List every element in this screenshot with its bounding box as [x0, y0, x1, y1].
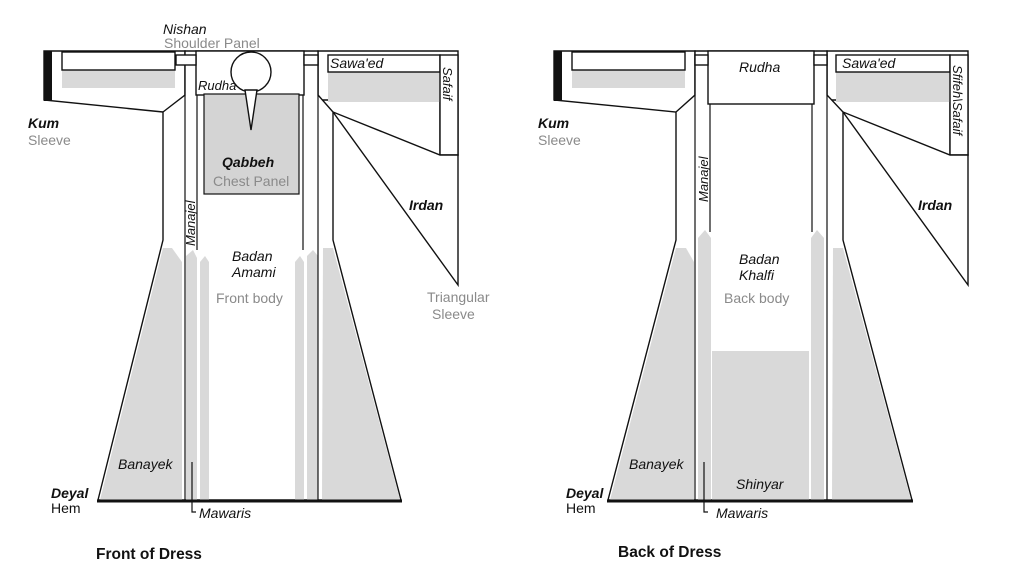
- back-label-khalfi: Khalfi: [739, 267, 775, 283]
- front-left-cuff: [44, 51, 52, 101]
- back-mawaris-leader: [703, 462, 708, 513]
- back-strip-left: [698, 230, 711, 500]
- front-neck-circle: [230, 51, 272, 93]
- front-dress: [43, 50, 459, 513]
- front-label-sawaed: Sawa'ed: [330, 55, 384, 71]
- front-strip-right2: [307, 250, 318, 500]
- back-label-back-body: Back body: [724, 290, 789, 306]
- back-label-manajel: Manajel: [696, 155, 711, 202]
- back-left-sleeve-band: [572, 70, 685, 88]
- front-label-hem: Hem: [51, 500, 81, 516]
- front-label-shoulder-panel: Shoulder Panel: [164, 35, 260, 51]
- back-caption: Back of Dress: [618, 544, 721, 561]
- front-label-badan: Badan: [232, 248, 273, 264]
- front-label-irdan: Irdan: [409, 197, 443, 213]
- front-strip-left2: [200, 256, 209, 500]
- front-label-triangular-sleeve: Sleeve: [432, 306, 475, 322]
- back-strip-right: [811, 230, 824, 500]
- front-label-triangular: Triangular: [427, 289, 490, 305]
- back-label-sleeve: Sleeve: [538, 132, 581, 148]
- back-label-mawaris: Mawaris: [716, 505, 768, 521]
- back-label-shinyar: Shinyar: [736, 476, 785, 492]
- back-shoulder-link-left: [694, 54, 709, 66]
- back-shoulder-link-right: [813, 54, 828, 66]
- front-label-qabbeh: Qabbeh: [222, 154, 274, 170]
- front-strip-right: [295, 256, 304, 500]
- front-label-nishan: Nishan: [163, 21, 207, 37]
- back-irdan: [841, 110, 969, 288]
- back-rudha-panel: [707, 50, 815, 105]
- back-shinyar-panel: [712, 351, 809, 500]
- front-left-sleeve-band: [62, 70, 175, 88]
- back-banayek-left: [610, 248, 694, 500]
- back-sawaed-band: [836, 72, 950, 102]
- back-label-badan: Badan: [739, 251, 780, 267]
- front-label-kum: Kum: [28, 115, 59, 131]
- front-caption: Front of Dress: [96, 546, 202, 563]
- front-banayek-left: [100, 248, 182, 500]
- back-label-sawaed: Sawa'ed: [842, 55, 896, 71]
- back-label-rudha: Rudha: [739, 59, 780, 75]
- back-label-deyal: Deyal: [566, 485, 604, 501]
- front-label-deyal: Deyal: [51, 485, 89, 501]
- front-label-rudha: Rudha: [198, 78, 236, 93]
- front-strip-left: [186, 250, 197, 500]
- back-left-sleeve-panel: [571, 51, 686, 71]
- back-label-kum: Kum: [538, 115, 569, 131]
- front-label-banayek: Banayek: [118, 456, 173, 472]
- front-irdan: [331, 110, 459, 288]
- back-label-banayek: Banayek: [629, 456, 684, 472]
- back-label-sfifeh: Sfifeh\Safaif: [950, 65, 965, 136]
- back-left-cuff: [554, 51, 562, 101]
- front-sawaed-band: [328, 72, 440, 102]
- front-banayek-right: [322, 248, 400, 500]
- front-neck-slit: [244, 89, 258, 131]
- back-label-hem: Hem: [566, 500, 596, 516]
- back-dress: [553, 50, 969, 513]
- front-mawaris-leader: [191, 462, 196, 513]
- front-shoulder-link-left: [175, 54, 197, 66]
- front-label-safaif: Safaif: [440, 67, 455, 102]
- front-label-mawaris: Mawaris: [199, 505, 251, 521]
- front-label-sleeve: Sleeve: [28, 132, 71, 148]
- front-shoulder-link-right: [303, 54, 319, 66]
- back-banayek-right: [832, 248, 911, 500]
- back-label-irdan: Irdan: [918, 197, 952, 213]
- front-label-chest-panel: Chest Panel: [213, 173, 289, 189]
- front-label-manajel: Manajel: [183, 199, 198, 246]
- front-label-amami: Amami: [231, 264, 276, 280]
- front-label-front-body: Front body: [216, 290, 283, 306]
- front-left-sleeve-panel: [61, 51, 176, 71]
